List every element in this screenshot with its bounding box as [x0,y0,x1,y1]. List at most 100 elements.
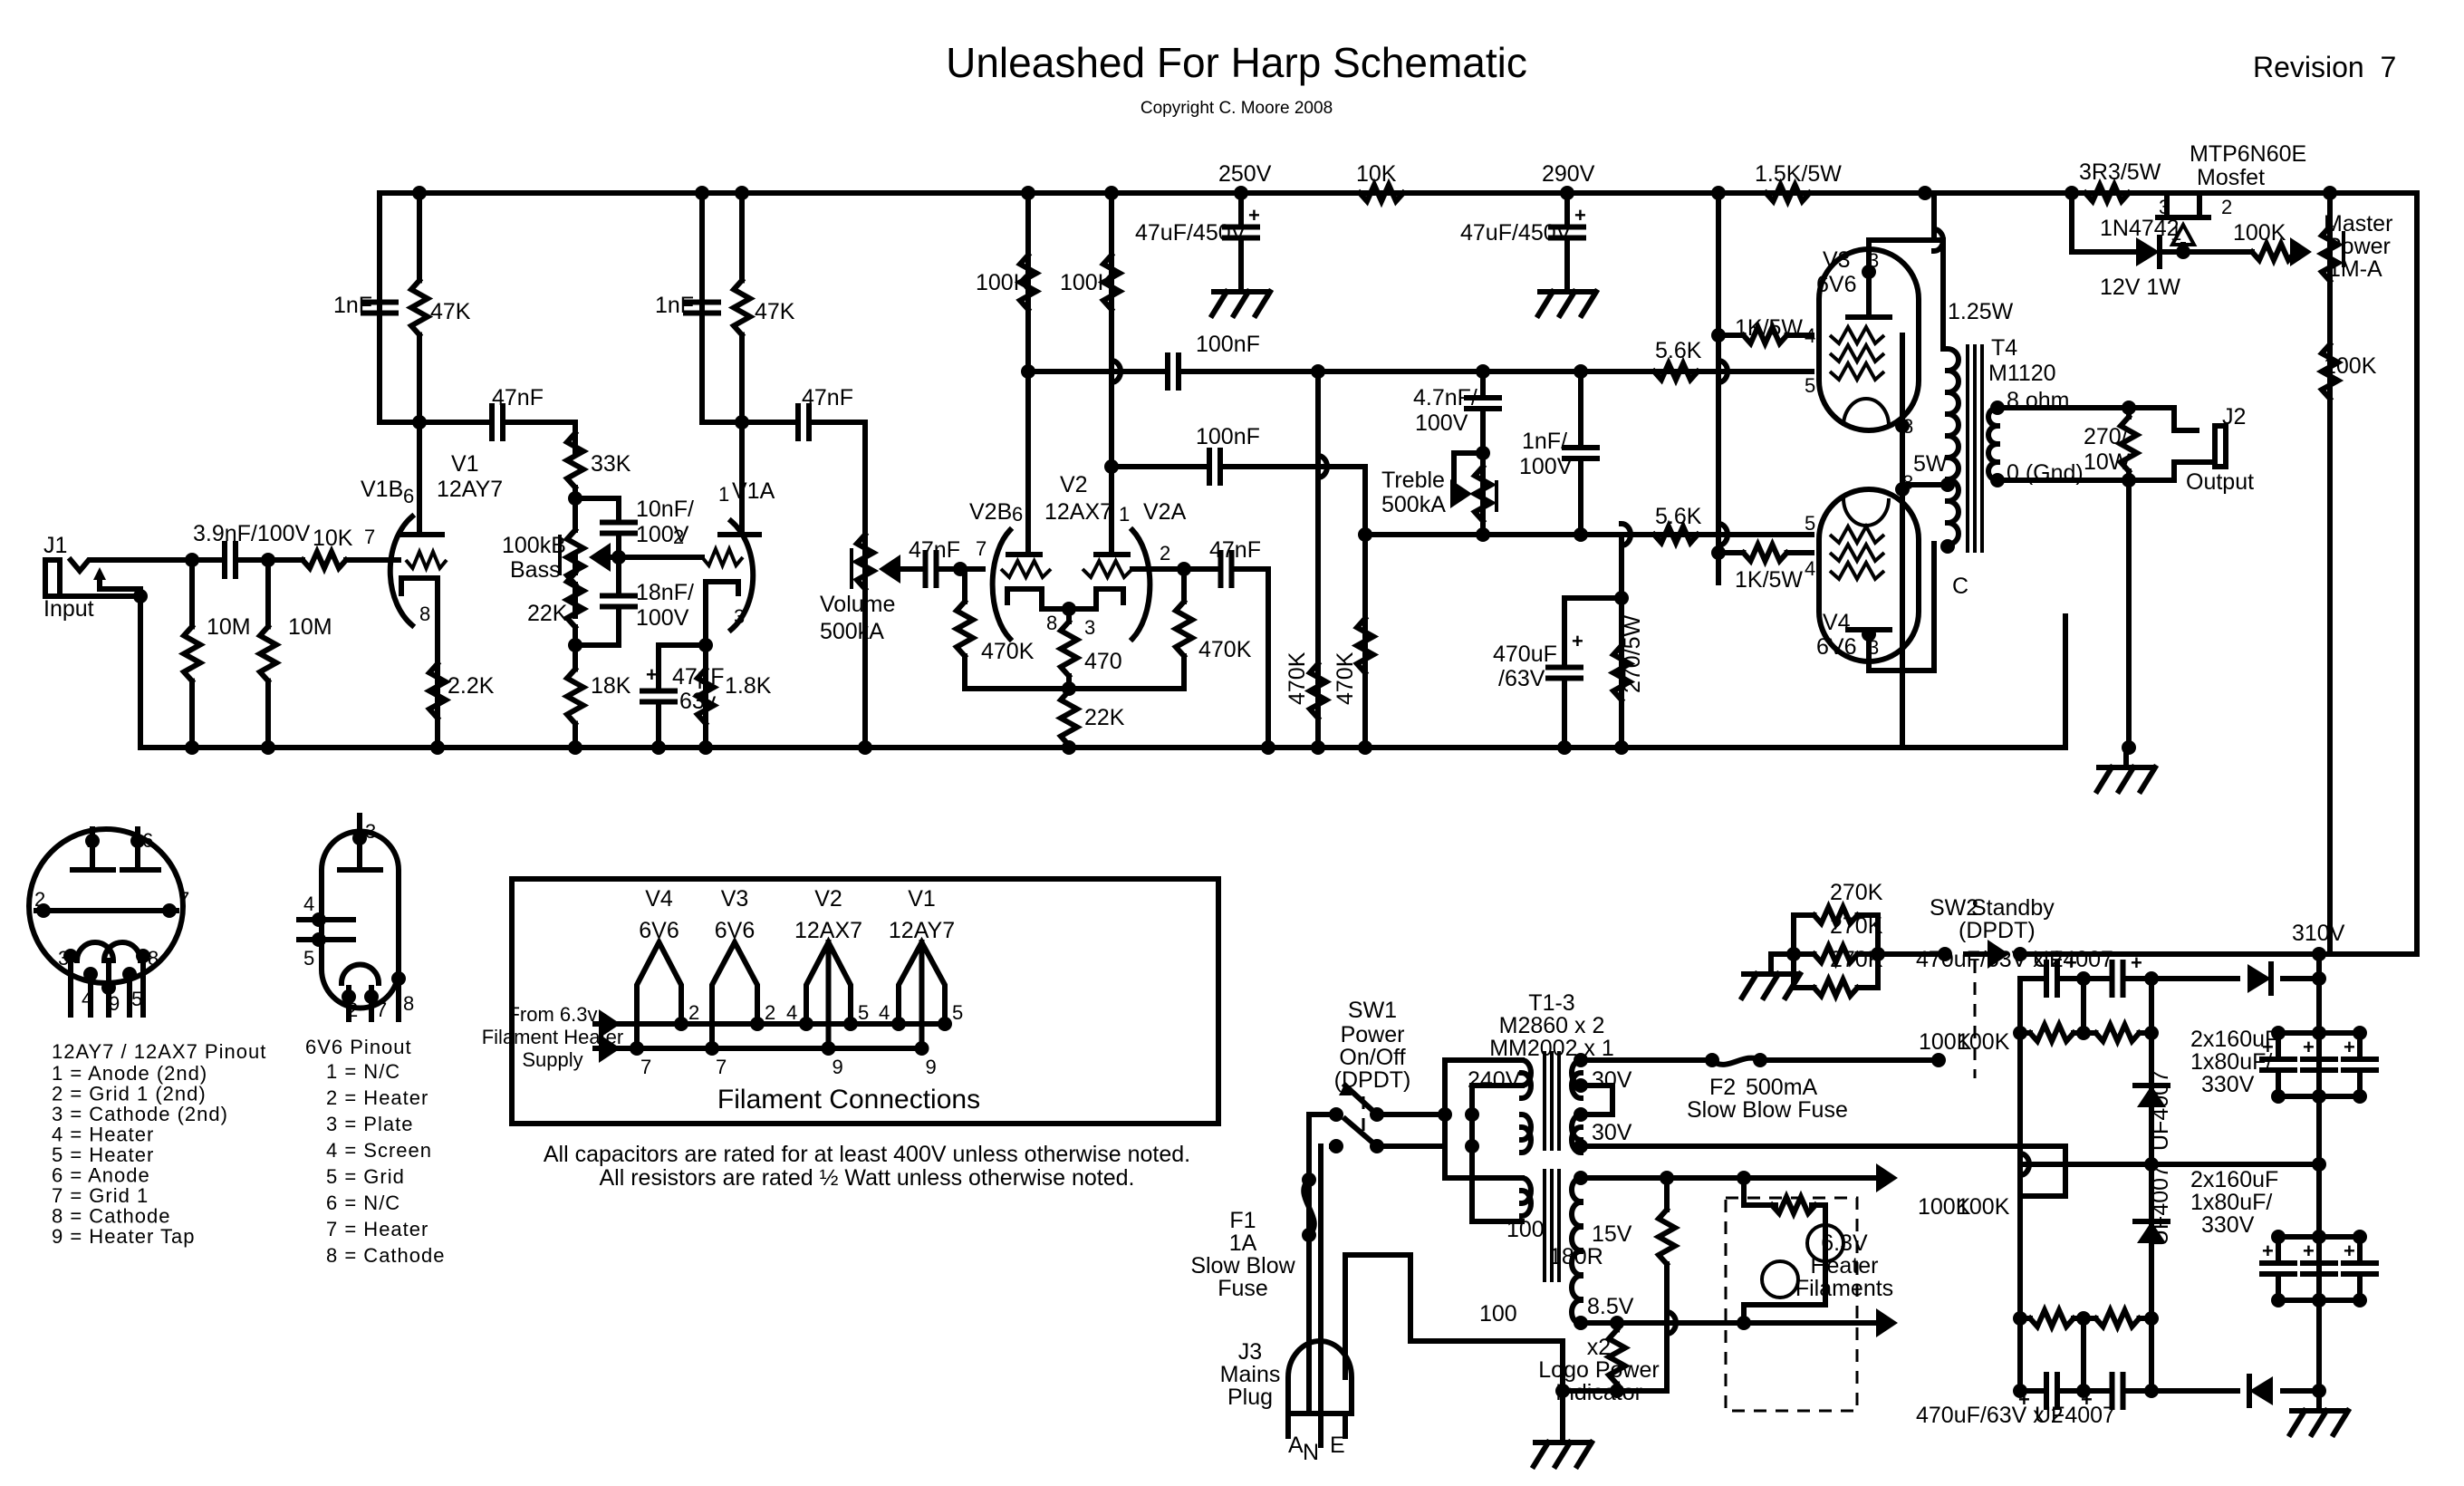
junction-dot [2065,186,2079,200]
v1b-plate-resistor [405,276,434,339]
mains-plug-icon [1285,1338,1354,1416]
v2b-pin-grid: 7 [976,537,987,560]
junction-dot [735,415,749,429]
junction-dot [630,1041,644,1056]
junction-dot [312,932,326,947]
wire [2140,190,2170,220]
filament-pin-bottom: 9 [833,1056,843,1078]
junction-dot [1711,545,1726,560]
transformer-winding-icon [1944,432,1961,461]
j3-l2: Plug [1227,1385,1273,1410]
junction-dot [412,415,427,429]
master-wiper-arrow [2290,237,2312,266]
v1b-plate-r-label: 47K [430,299,471,324]
b-plus-label: 310V [2292,921,2345,946]
treble-pot [1468,462,1497,526]
junction-dot [2312,1089,2326,1104]
junction-dot [1918,186,1932,200]
junction-dot [1895,482,1910,497]
tone-c1-voltage: 100V [636,522,689,547]
v2b-envelope [989,526,1015,643]
v4-pin-cathode: 8 [1902,471,1913,494]
j1-name: Input [43,596,94,622]
v1a-plate-r-label: 47K [755,299,795,324]
wire [1995,405,2199,433]
junction-dot [1574,1053,1588,1067]
polarity-plus-icon: + [2262,1036,2274,1058]
r-shunt1-label: 10M [207,614,251,640]
heater-resistor-1 [1652,1205,1681,1269]
transformer-winding-icon [1518,1057,1534,1089]
beam-tetrode-pinout-title: 6V6 Pinout [305,1036,412,1058]
v1a-bypass-label: 1nF [655,293,694,318]
ground-icon [2307,1406,2331,1439]
junction-dot [674,1017,688,1031]
copyright: Copyright C. Moore 2008 [1141,99,1333,118]
junction-dot [1862,265,1876,279]
junction-dot [1062,740,1076,755]
r-gridstop-1-label: 5.6K [1655,338,1702,363]
c-treble-label: 4.7nF/ [1413,385,1477,410]
filament-tube-type: 12AY7 [889,918,955,943]
page-title: Unleashed For Harp Schematic [946,39,1527,86]
polarity-plus-icon: + [2262,1240,2274,1262]
junction-dot [136,949,150,963]
tail-resistor-22k [1054,687,1083,749]
junction-dot [1476,364,1490,379]
sw2-ref: SW2 [1930,895,1978,921]
c-cathode-voltage: /63V [1498,666,1545,691]
v1-type: 12AY7 [437,477,503,502]
j2-ref: J2 [2222,404,2246,429]
volume-pot [851,530,880,593]
pinout-list-item: 3 = Cathode (2nd) [52,1103,228,1125]
master-line1: Master [2324,211,2392,236]
j2-name: Output [2186,469,2254,495]
polarity-plus-icon: + [1574,204,1586,227]
ground-icon [1251,287,1275,320]
heater-output-arrow [1876,1308,1898,1337]
filament-pin-top: 2 [688,1001,699,1024]
pinout-pin-number: 3 [58,947,69,970]
ground-icon [2136,763,2160,796]
junction-dot [1610,1384,1624,1398]
reservoir-top-l2: 1x80uF/ [2190,1049,2272,1075]
junction-dot [938,1017,952,1031]
volume-name: Volume [820,592,895,617]
screen-resistor-1k5 [1762,178,1814,208]
wire [377,190,2420,957]
pinout-list-item: 4 = Heater [52,1124,154,1146]
grid-stopper-2 [1650,519,1702,550]
twin-triode-pin-list: 1 = Anode (2nd)2 = Grid 1 (2nd)3 = Catho… [52,1062,228,1248]
v1b-envelope [387,512,417,630]
f1-l2: Fuse [1218,1276,1268,1301]
junction-dot [1786,947,1801,961]
junction-dot [2013,1384,2027,1398]
junction-dot [1940,539,1955,554]
pinout-list-item: 7 = Heater [326,1218,428,1240]
filament-source-line: Supply [522,1048,582,1071]
wire [138,613,2068,750]
v2b-plate-resistor [1014,251,1043,314]
diode-3-label: UF4007 [2148,1165,2173,1246]
filament-connections-box [509,876,1221,1126]
volume-wiper-arrow [879,555,900,584]
v3-ref: V3 [1823,247,1851,273]
junction-dot [891,1017,906,1031]
v2b-grid-r-label: 470K [981,639,1035,664]
bias-r1-label: 470K [1285,651,1310,705]
filament-tube-ref: V4 [645,886,673,912]
logo-resistor-label: 180R [1549,1244,1603,1269]
reservoir-top-l1: 2x160uF [2190,1027,2278,1052]
junction-dot [2312,971,2326,986]
junction-dot [698,638,713,652]
pinout-heater [338,961,382,987]
v2b-pin-cathode: 8 [1046,612,1057,634]
c-in-label: 3.9nF/100V [193,521,311,546]
filament-pin-top: 5 [952,1001,963,1024]
junction-dot [1940,478,1955,492]
v3-grid [1828,359,1886,384]
junction-dot [85,834,100,848]
filament-heater-symbol [634,936,684,1027]
sw1-l1: Power [1341,1022,1405,1047]
t4-part: M1120 [1988,361,2056,386]
